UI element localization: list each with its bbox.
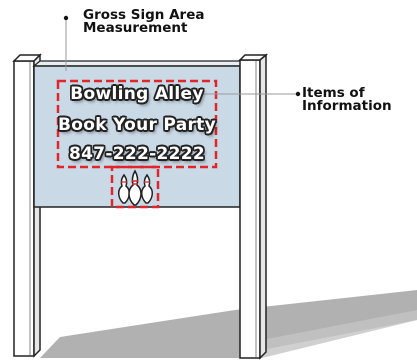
sign-line-phone: 847-222-2222 bbox=[69, 144, 205, 164]
callout-gross-line-2: Measurement bbox=[83, 22, 204, 35]
bowling-pins-icon bbox=[119, 171, 153, 205]
callout-items-of-information: Items of Information bbox=[302, 87, 392, 113]
callout-items-line-2: Information bbox=[302, 100, 392, 113]
callout-gross-sign-area: Gross Sign Area Measurement bbox=[83, 9, 204, 35]
sign-line-business-name: Bowling Alley bbox=[70, 84, 204, 104]
right-post bbox=[240, 55, 266, 358]
sign-line-slogan: Book Your Party bbox=[58, 115, 216, 135]
